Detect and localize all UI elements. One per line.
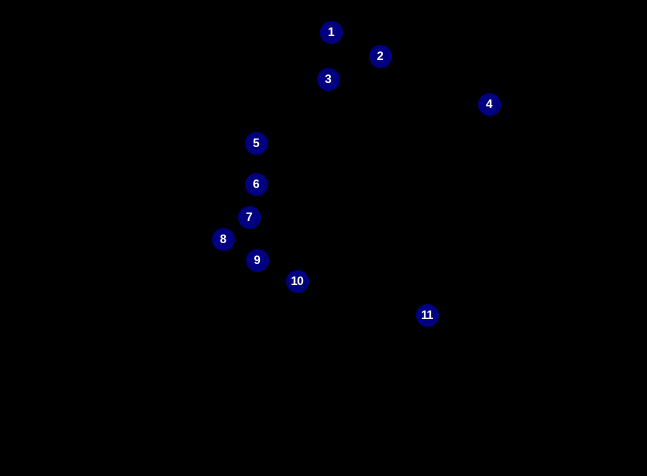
som-marker-7[interactable]: 7 bbox=[237, 205, 261, 229]
som-marker-label: 2 bbox=[376, 49, 384, 63]
som-marker-2[interactable]: 2 bbox=[368, 44, 392, 68]
som-marker-4[interactable]: 4 bbox=[477, 92, 501, 116]
som-marker-label: 1 bbox=[327, 25, 335, 39]
som-marker-label: 5 bbox=[252, 136, 260, 150]
som-marker-9[interactable]: 9 bbox=[245, 248, 269, 272]
som-marker-11[interactable]: 11 bbox=[415, 303, 439, 327]
som-marker-label: 3 bbox=[324, 72, 332, 86]
som-marker-label: 8 bbox=[219, 232, 227, 246]
som-marker-10[interactable]: 10 bbox=[285, 269, 309, 293]
som-marker-8[interactable]: 8 bbox=[211, 227, 235, 251]
som-marker-1[interactable]: 1 bbox=[319, 20, 343, 44]
som-marker-label: 6 bbox=[252, 177, 260, 191]
som-marker-5[interactable]: 5 bbox=[244, 131, 268, 155]
som-marker-label: 9 bbox=[253, 253, 261, 267]
som-marker-label: 4 bbox=[485, 97, 493, 111]
som-marker-label: 7 bbox=[245, 210, 253, 224]
som-marker-6[interactable]: 6 bbox=[244, 172, 268, 196]
som-marker-label: 11 bbox=[421, 308, 433, 322]
som-marker-label: 10 bbox=[290, 274, 304, 288]
som-marker-3[interactable]: 3 bbox=[316, 67, 340, 91]
